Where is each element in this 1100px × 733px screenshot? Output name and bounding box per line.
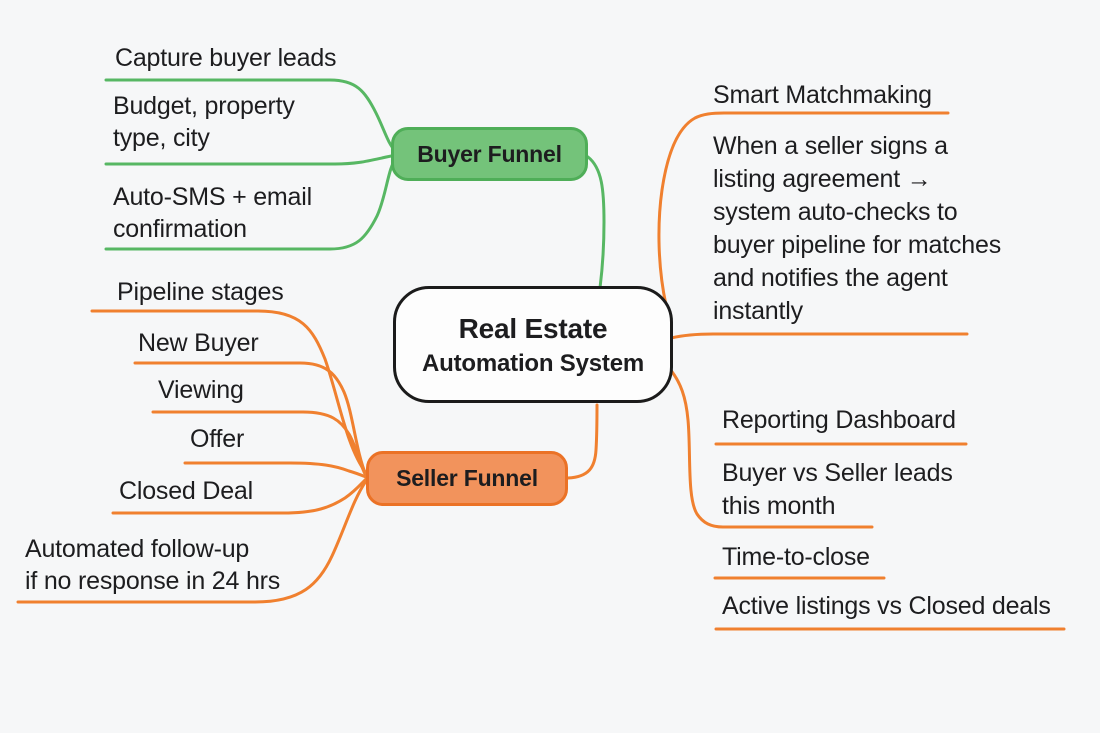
root-title-line1: Real Estate — [458, 312, 608, 344]
leaf-capture-buyer-leads[interactable]: Capture buyer leads — [115, 44, 337, 72]
leaf-reporting-dashboard[interactable]: Reporting Dashboard — [722, 406, 956, 434]
leaf-smart-matchmaking[interactable]: Smart Matchmaking — [713, 81, 932, 109]
buyer-funnel-label: Buyer Funnel — [417, 140, 562, 167]
leaf-pipeline-stages[interactable]: Pipeline stages — [117, 278, 284, 306]
leaf-budget-property[interactable]: Budget, property type, city — [113, 92, 295, 152]
leaf-active-listings[interactable]: Active listings vs Closed deals — [722, 592, 1051, 620]
edge-center-to-buyer-vs-seller — [667, 366, 874, 529]
edge-closed-deal — [111, 477, 368, 515]
root-node[interactable]: Real Estate Automation System — [393, 286, 673, 403]
leaf-automated-followup[interactable]: Automated follow-up if no response in 24… — [25, 535, 281, 595]
buyer-funnel-node[interactable]: Buyer Funnel — [391, 127, 588, 181]
edge-budget-property — [104, 153, 398, 166]
leaf-viewing[interactable]: Viewing — [158, 376, 244, 404]
edge-center-to-smart-matchmaking — [657, 111, 950, 307]
leaf-auto-sms[interactable]: Auto-SMS + email confirmation — [113, 183, 312, 243]
edge-buyer-to-center — [586, 155, 606, 290]
leaf-offer[interactable]: Offer — [190, 425, 245, 453]
leaf-smart-matchmaking-description[interactable]: When a seller signs a listing agreement … — [713, 132, 1002, 325]
edge-auto-sms — [104, 156, 398, 251]
leaf-buyer-vs-seller[interactable]: Buyer vs Seller leads this month — [722, 459, 953, 520]
edge-new-buyer — [133, 361, 368, 477]
edge-smart-description-underline — [669, 332, 969, 340]
edge-seller-to-center — [566, 403, 599, 480]
edge-viewing — [151, 410, 368, 478]
edge-pipeline-stages — [90, 309, 368, 475]
edge-automated-followup — [16, 479, 368, 604]
edge-offer — [183, 461, 368, 479]
seller-funnel-label: Seller Funnel — [396, 465, 538, 491]
leaf-time-to-close[interactable]: Time-to-close — [722, 543, 870, 571]
edge-capture-buyer-leads — [104, 78, 398, 154]
seller-funnel-node[interactable]: Seller Funnel — [366, 451, 568, 506]
leaf-closed-deal[interactable]: Closed Deal — [119, 477, 253, 505]
leaf-new-buyer[interactable]: New Buyer — [138, 329, 259, 357]
root-title-line2: Automation System — [422, 349, 644, 377]
